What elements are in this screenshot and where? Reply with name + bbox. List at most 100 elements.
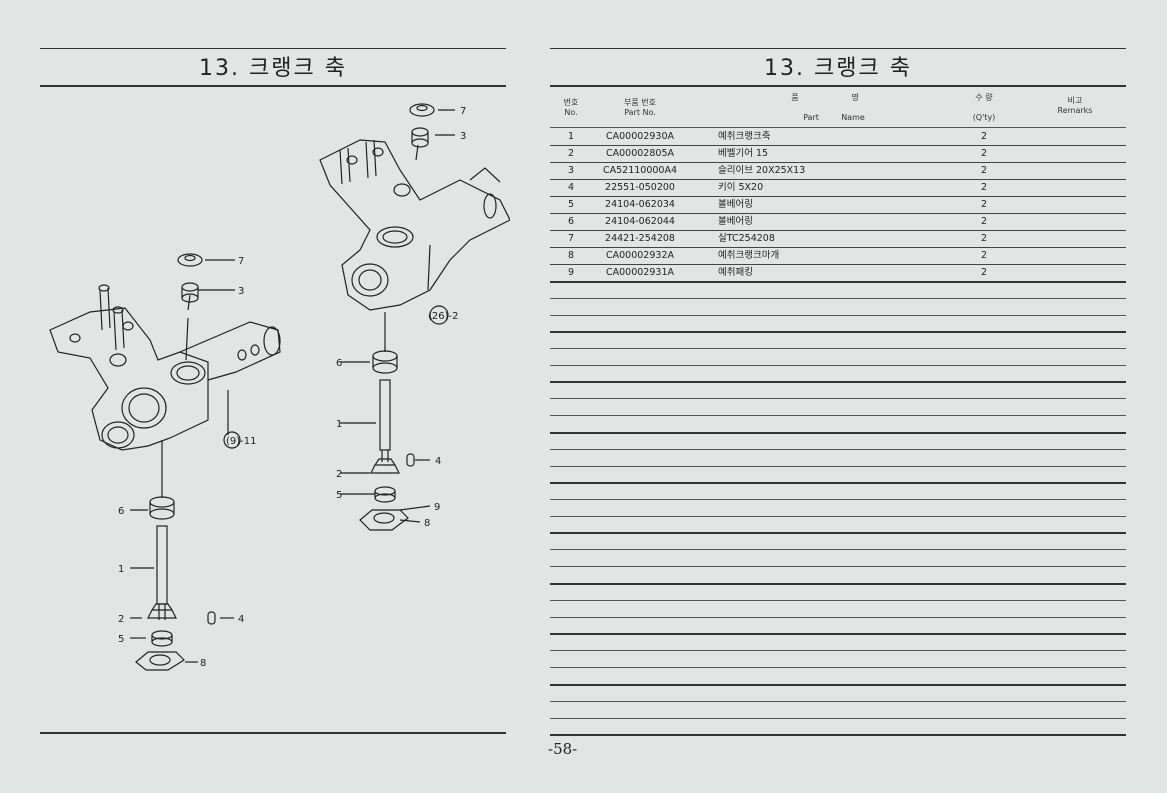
empty-rule (550, 633, 1126, 635)
empty-rule (550, 449, 1126, 450)
row-number: 4 (567, 182, 575, 193)
part-name: 볼베어링 (718, 216, 753, 227)
empty-rule (550, 532, 1126, 534)
left-gearbox-housing (49, 284, 281, 451)
right-callout-4: 4 (435, 456, 441, 467)
left-callout-5: 5 (118, 634, 124, 645)
part-name: 볼베어링 (718, 199, 753, 210)
left-callout-1: 1 (118, 564, 124, 575)
right-callout-8: 8 (424, 518, 430, 529)
right-callout-6: 6 (336, 358, 342, 369)
right-title-underline (550, 85, 1126, 87)
right-key-4 (406, 453, 415, 467)
part-number: CA00002932A (606, 250, 674, 261)
part-name: 예취패킹 (718, 267, 753, 278)
right-callout-3: 3 (460, 131, 466, 142)
empty-rule (550, 315, 1126, 316)
part-number: CA00002805A (606, 148, 674, 159)
header-qty-ko: 수 량 (975, 93, 993, 102)
right-page-title: 13. 크랭크 축 (764, 56, 912, 81)
quantity: 2 (980, 250, 988, 261)
empty-rule (550, 617, 1126, 618)
part-number: CA00002931A (606, 267, 674, 278)
part-name: 예취크랭크축 (718, 131, 771, 142)
part-number: 24104-062034 (605, 199, 675, 210)
part-name: 키이 5X20 (718, 182, 764, 193)
page-number: -58- (548, 740, 578, 758)
row-number: 9 (567, 267, 575, 278)
table-row: 1 CA00002930A 예취크랭크축 2 (550, 128, 1126, 146)
header-no-ko: 번호 (563, 98, 579, 107)
left-seal-7 (177, 253, 203, 267)
left-sleeve-3 (181, 282, 199, 303)
table-row: 4 22551-050200 키이 5X20 2 (550, 179, 1126, 197)
empty-rule (550, 381, 1126, 383)
header-name-en-2: Name (841, 113, 865, 122)
quantity: 2 (980, 131, 988, 142)
row-number: 1 (567, 131, 575, 142)
quantity: 2 (980, 182, 988, 193)
empty-rule (550, 348, 1126, 349)
right-reference-label: (26)-2 (428, 311, 459, 322)
empty-rule (550, 298, 1126, 299)
part-number: 24104-062044 (605, 216, 675, 227)
right-shaft-1 (379, 379, 391, 462)
left-top-rule (40, 48, 506, 49)
table-row: 8 CA00002932A 예취크랭크마개 2 (550, 247, 1126, 265)
row-number: 8 (567, 250, 575, 261)
row-number: 2 (567, 148, 575, 159)
header-remarks-en: Remarks (1057, 106, 1093, 115)
table-row: 2 CA00002805A 베벨기어 15 2 (550, 145, 1126, 163)
left-callout-8: 8 (200, 658, 206, 669)
part-name: 베벨기어 15 (718, 148, 769, 159)
part-number: 24421-254208 (605, 233, 675, 244)
left-page-title: 13. 크랭크 축 (199, 56, 347, 81)
table-row: 7 24421-254208 실TC254208 2 (550, 230, 1126, 248)
empty-rule (550, 684, 1126, 686)
left-bevel-gear-2 (147, 603, 177, 619)
empty-rule (550, 566, 1126, 567)
part-name: 예취크랭크마개 (718, 250, 780, 261)
left-title-underline (40, 85, 506, 87)
crankshaft-exploded-diagram: 7 3 6 1 2 5 4 8 (9)-11 7 3 6 1 2 5 4 9 8… (49, 103, 510, 671)
quantity: 2 (980, 148, 988, 159)
left-callout-4: 4 (238, 614, 244, 625)
empty-rule (550, 667, 1126, 668)
header-name-ko-1: 품 (791, 93, 799, 102)
table-row: 5 24104-062034 볼베어링 2 (550, 196, 1126, 214)
right-bearing-5 (374, 486, 396, 503)
right-gearbox-housing (319, 139, 510, 311)
left-key-4 (207, 611, 216, 625)
part-name: 슬리이브 20X25X13 (718, 165, 806, 176)
right-top-rule (550, 48, 1126, 49)
left-bearing-6 (149, 496, 175, 520)
empty-rule (550, 734, 1126, 736)
empty-rule (550, 432, 1126, 434)
header-part-en: Part No. (624, 108, 656, 117)
quantity: 2 (980, 165, 988, 176)
right-sleeve-3 (411, 127, 429, 148)
left-callout-7: 7 (238, 256, 244, 267)
table-row: 9 CA00002931A 예취패킹 2 (550, 264, 1126, 283)
empty-rule (550, 718, 1126, 719)
empty-rule (550, 482, 1126, 484)
header-bottom-rule (550, 127, 1126, 128)
row-number: 6 (567, 216, 575, 227)
empty-rule (550, 331, 1126, 333)
right-callout-5: 5 (336, 490, 342, 501)
left-reference-label: (9)-11 (226, 436, 257, 447)
empty-rule (550, 600, 1126, 601)
part-name: 실TC254208 (718, 233, 775, 244)
row-number: 5 (567, 199, 575, 210)
quantity: 2 (980, 233, 988, 244)
right-callout-2: 2 (336, 469, 342, 480)
right-callout-7: 7 (460, 106, 466, 117)
quantity: 2 (980, 267, 988, 278)
right-bevel-gear-2 (370, 458, 400, 474)
empty-rule (550, 365, 1126, 366)
left-bottom-rule (40, 732, 506, 734)
right-callout-1: 1 (336, 419, 342, 430)
header-no-en: No. (564, 108, 578, 117)
empty-rule (550, 650, 1126, 651)
left-callout-3: 3 (238, 286, 244, 297)
